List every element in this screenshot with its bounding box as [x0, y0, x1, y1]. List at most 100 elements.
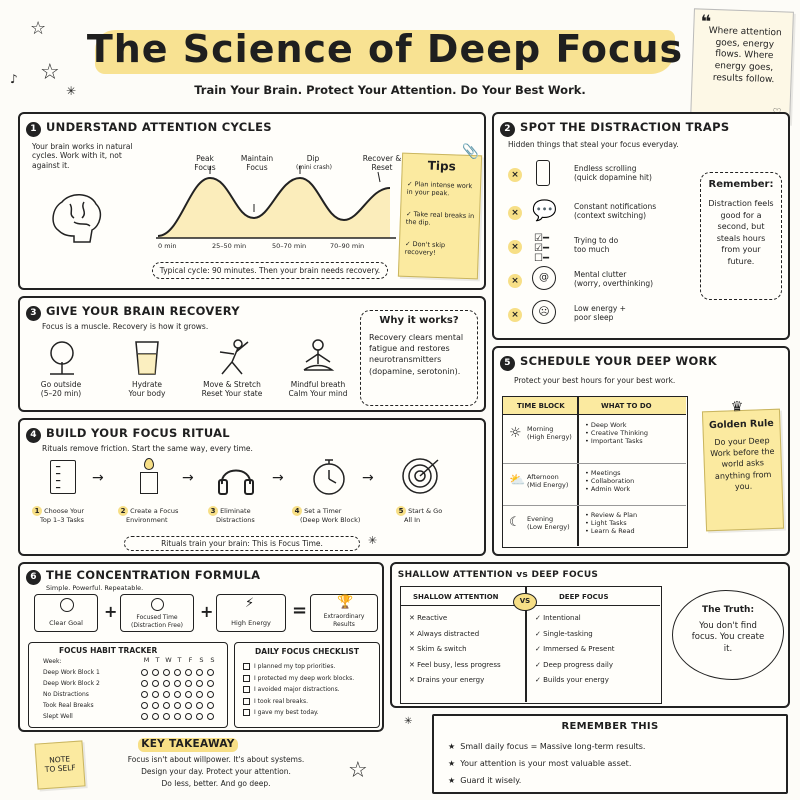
tracker-circle[interactable]	[196, 680, 203, 687]
tips-note: 📎 Tips ✓ Plan intense work in your peak.…	[397, 144, 483, 280]
checklist-item[interactable]: I took real breaks.	[243, 696, 354, 708]
tracker-circle[interactable]	[207, 669, 214, 676]
tick-2: 50–70 min	[272, 242, 307, 250]
tracker-circle[interactable]	[174, 713, 181, 720]
why-text: Recovery clears mental fatigue and resto…	[369, 333, 464, 376]
x-mark-icon: ×	[508, 168, 522, 182]
brain-icon	[52, 194, 102, 243]
tracker-circle[interactable]	[174, 702, 181, 709]
star-doodle-icon: ☆	[348, 758, 368, 783]
daily-focus-checklist: DAILY FOCUS CHECKLIST I planned my top p…	[234, 642, 380, 728]
tracker-row: No Distractions	[43, 689, 227, 700]
x-mark-icon: ×	[508, 274, 522, 288]
tracker-circle[interactable]	[141, 669, 148, 676]
tracker-circle[interactable]	[141, 713, 148, 720]
checklist-item[interactable]: I avoided major distractions.	[243, 684, 354, 696]
tracker-circle[interactable]	[141, 691, 148, 698]
tracker-circle[interactable]	[185, 680, 192, 687]
label-maintain-focus: Maintain Focus	[240, 154, 274, 173]
checkbox[interactable]	[243, 709, 250, 716]
title-highlight	[95, 30, 675, 74]
checkbox[interactable]	[243, 663, 250, 670]
tracker-circle[interactable]	[196, 702, 203, 709]
tracker-circle[interactable]	[163, 669, 170, 676]
attention-wave-chart	[156, 166, 396, 239]
remember-item: ★ Your attention is your most valuable a…	[448, 759, 632, 768]
trap-subtext: poor sleep	[574, 313, 614, 323]
tracker-circle[interactable]	[141, 680, 148, 687]
checkbox[interactable]	[243, 674, 250, 682]
comparison-title: SHALLOW ATTENTION vs DEEP FOCUS	[397, 570, 599, 580]
deep-item: ✓ Single-tasking	[535, 629, 593, 638]
paperclip-icon: 📎	[461, 143, 480, 161]
tracker-circle[interactable]	[163, 702, 170, 709]
checklist-item[interactable]: I planned my top priorities.	[243, 661, 354, 673]
arrow-icon: →	[362, 470, 374, 486]
tracker-circle[interactable]	[174, 691, 181, 698]
tracker-circle[interactable]	[141, 702, 148, 709]
quote-note: ❝ Where attention goes, energy flows. Wh…	[690, 8, 794, 124]
tips-title: Tips	[427, 158, 456, 174]
section-5-heading: SCHEDULE YOUR DEEP WORK	[520, 354, 717, 368]
x-mark-icon: ×	[508, 308, 522, 322]
tracker-row-label: Took Real Breaks	[43, 702, 94, 709]
tracker-circle[interactable]	[196, 691, 203, 698]
deep-title: DEEP FOCUS	[559, 593, 609, 601]
notebook-icon: ━━━━	[50, 460, 76, 494]
tracker-circle[interactable]	[185, 713, 192, 720]
tracker-circle[interactable]	[196, 669, 203, 676]
tracker-circle[interactable]	[174, 680, 181, 687]
tracker-circle[interactable]	[185, 691, 192, 698]
section-number: 5	[500, 356, 515, 371]
tracker-circle[interactable]	[207, 713, 214, 720]
checkbox[interactable]	[243, 686, 250, 693]
shallow-item: ✕ Skim & switch	[409, 645, 467, 653]
tracker-circle[interactable]	[163, 713, 170, 720]
tracker-circle[interactable]	[163, 691, 170, 698]
tracker-circle[interactable]	[185, 669, 192, 676]
sparkle-icon: ✳	[368, 534, 378, 547]
checkbox[interactable]	[243, 697, 250, 705]
tracker-circle[interactable]	[196, 713, 203, 720]
comparison-table: SHALLOW ATTENTION DEEP FOCUS VS ✕ Reacti…	[400, 586, 662, 704]
stretch-figure-icon	[219, 339, 249, 375]
tracker-circle[interactable]	[152, 713, 159, 720]
tracker-circle[interactable]	[152, 702, 159, 709]
section-2-heading: SPOT THE DISTRACTION TRAPS	[520, 120, 730, 134]
chat-bubbles-icon: 💬	[532, 198, 557, 222]
shallow-item: ✕ Always distracted	[409, 629, 480, 638]
tracker-row-label: No Distractions	[43, 691, 89, 698]
label-dip-note: (mini crash)	[296, 164, 332, 171]
tracker-circle[interactable]	[207, 702, 214, 709]
music-note-icon: ♪	[10, 72, 18, 86]
tracker-circle[interactable]	[163, 680, 170, 687]
formula-term: Clear Goal	[34, 594, 98, 632]
checklist-item[interactable]: I protected my deep work blocks.	[243, 673, 354, 685]
tracker-circle[interactable]	[185, 702, 192, 709]
tracker-circle[interactable]	[174, 669, 181, 676]
tracker-week: Week:	[43, 658, 62, 665]
meditation-figure-icon	[303, 339, 335, 371]
task-list: • Deep Work• Creative Thinking• Importan…	[585, 421, 649, 446]
tracker-circle[interactable]	[152, 669, 159, 676]
remember-this-panel: REMEMBER THIS ★ Small daily focus = Mass…	[432, 714, 788, 794]
tracker-circle[interactable]	[152, 691, 159, 698]
tracker-circle[interactable]	[207, 691, 214, 698]
tracker-circle[interactable]	[152, 680, 159, 687]
truth-cloud: The Truth: You don't find focus. You cre…	[672, 590, 784, 680]
tracker-circle[interactable]	[207, 680, 214, 687]
checklist-item[interactable]: I gave my best today.	[243, 707, 354, 719]
formula-term: Focused Time(Distraction Free)	[120, 594, 194, 632]
section-number: 3	[26, 306, 41, 321]
key-takeaway-text: Focus isn't about willpower. It's about …	[127, 755, 305, 788]
tracker-row-label: Deep Work Block 1	[43, 669, 100, 676]
